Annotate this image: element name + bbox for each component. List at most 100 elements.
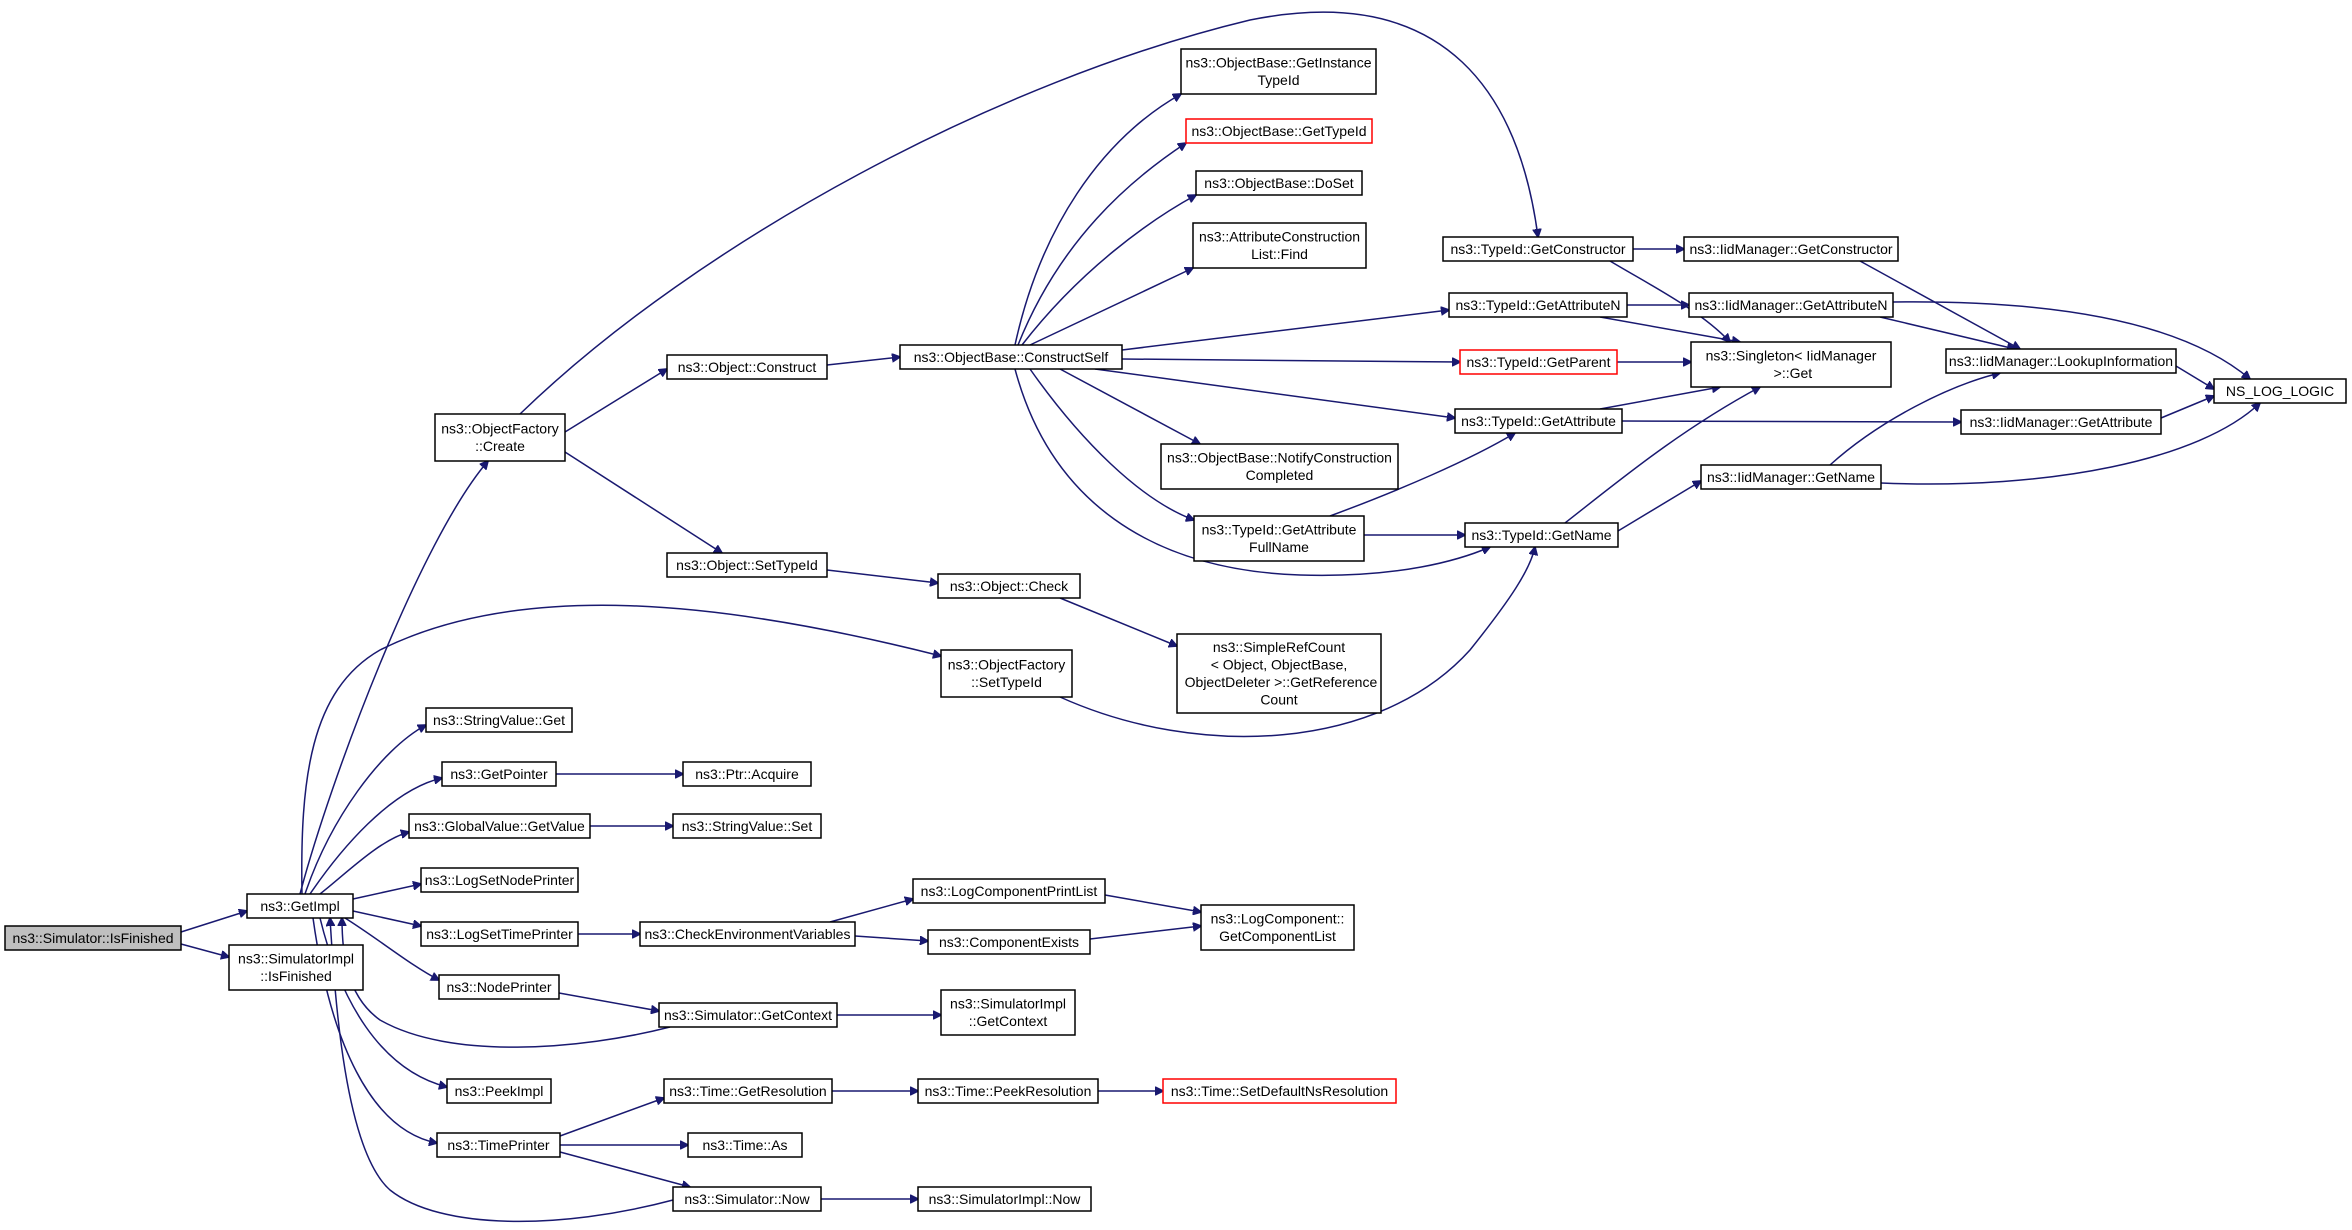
node-object_check[interactable]: ns3::Object::Check (937, 573, 1081, 599)
node-box (940, 649, 1073, 698)
node-logcomponent_getlist[interactable]: ns3::LogComponent::GetComponentList (1200, 904, 1355, 951)
node-sim_getcontext[interactable]: ns3::Simulator::GetContext (658, 1002, 838, 1028)
node-stringvalue_set[interactable]: ns3::StringValue::Set (672, 813, 822, 839)
edge-typeid_getname-to-iid_getname (1617, 481, 1701, 532)
edge-isfinished-to-getimpl (180, 911, 247, 933)
node-box (1195, 170, 1363, 196)
edge-constructself-to-doset (1021, 195, 1196, 346)
node-time_getresolution[interactable]: ns3::Time::GetResolution (663, 1078, 833, 1104)
node-logcomponentprintlist[interactable]: ns3::LogComponentPrintList (912, 878, 1106, 904)
node-box (420, 921, 579, 947)
node-box (1454, 408, 1623, 434)
edge-constructself-to-typeid_getattribute (1094, 368, 1455, 418)
node-label: FullName (1249, 539, 1309, 555)
node-label: ns3::LogComponent:: (1211, 911, 1345, 927)
node-label: ns3::SimulatorImpl::Now (929, 1191, 1082, 1207)
edge-objfactory_create-to-object_construct (564, 369, 667, 433)
node-componentexists[interactable]: ns3::ComponentExists (927, 929, 1091, 955)
node-objfactory_create[interactable]: ns3::ObjectFactory::Create (434, 413, 566, 462)
node-label: ns3::TypeId::GetConstructor (1450, 241, 1625, 257)
node-time_peekresolution[interactable]: ns3::Time::PeekResolution (917, 1078, 1099, 1104)
node-label: ns3::IidManager::GetAttribute (1970, 414, 2153, 430)
node-ns_log_logic[interactable]: NS_LOG_LOGIC (2213, 378, 2347, 404)
edge-timeprinter-to-sim_now (559, 1151, 690, 1187)
node-notifyconstruction[interactable]: ns3::ObjectBase::NotifyConstructionCompl… (1160, 443, 1399, 490)
node-box (1448, 292, 1628, 318)
node-box (1162, 1078, 1397, 1104)
node-object_settypeid[interactable]: ns3::Object::SetTypeId (666, 552, 828, 578)
node-box (246, 893, 354, 919)
edge-typeid_getname-to-singleton_get (1564, 387, 1760, 524)
node-logsettimeprinter[interactable]: ns3::LogSetTimePrinter (420, 921, 579, 947)
node-time_as[interactable]: ns3::Time::As (687, 1132, 803, 1158)
node-simplerefcount[interactable]: ns3::SimpleRefCount< Object, ObjectBase,… (1176, 633, 1382, 714)
node-label: ns3::TypeId::GetAttributeN (1456, 297, 1621, 313)
node-box (917, 1186, 1092, 1212)
node-ptr_acquire[interactable]: ns3::Ptr::Acquire (682, 761, 812, 787)
node-box (899, 344, 1123, 370)
edge-iid_lookupinformation-to-ns_log_logic (2175, 365, 2214, 389)
node-iid_getname[interactable]: ns3::IidManager::GetName (1700, 464, 1882, 490)
node-iid_getattribute[interactable]: ns3::IidManager::GetAttribute (1960, 409, 2162, 435)
node-sim_now[interactable]: ns3::Simulator::Now (672, 1186, 822, 1212)
node-typeid_getattributen[interactable]: ns3::TypeId::GetAttributeN (1448, 292, 1628, 318)
node-label: TypeId (1257, 72, 1299, 88)
node-isfinished[interactable]: ns3::Simulator::IsFinished (4, 925, 182, 951)
node-getpointer[interactable]: ns3::GetPointer (441, 761, 557, 787)
node-iid_getconstructor[interactable]: ns3::IidManager::GetConstructor (1683, 236, 1899, 262)
node-typeid_getname[interactable]: ns3::TypeId::GetName (1464, 522, 1619, 548)
node-typeid_getparent[interactable]: ns3::TypeId::GetParent (1459, 349, 1618, 375)
node-typeid_getattribute[interactable]: ns3::TypeId::GetAttribute (1454, 408, 1623, 434)
node-label: Count (1260, 692, 1297, 708)
node-simimpl_now[interactable]: ns3::SimulatorImpl::Now (917, 1186, 1092, 1212)
node-label: ns3::GetPointer (450, 766, 548, 782)
node-label: ns3::Time::As (702, 1137, 787, 1153)
node-nodeprinter[interactable]: ns3::NodePrinter (438, 974, 560, 1000)
edge-constructself-to-typeid_getattributen (1121, 310, 1449, 351)
node-simimpl_isfinished[interactable]: ns3::SimulatorImpl::IsFinished (228, 944, 364, 991)
node-globalvalue_getvalue[interactable]: ns3::GlobalValue::GetValue (408, 813, 591, 839)
node-timeprinter[interactable]: ns3::TimePrinter (436, 1132, 561, 1158)
edge-getimpl-to-nodeprinter (344, 917, 439, 980)
node-doset[interactable]: ns3::ObjectBase::DoSet (1195, 170, 1363, 196)
node-label: ns3::Simulator::GetContext (664, 1007, 832, 1023)
edge-sim_now-to-getimpl (330, 918, 674, 1223)
node-box (639, 921, 856, 947)
node-label: ns3::AttributeConstruction (1199, 229, 1360, 245)
node-getimpl[interactable]: ns3::GetImpl (246, 893, 354, 919)
node-label: ::IsFinished (260, 968, 332, 984)
node-checkenv[interactable]: ns3::CheckEnvironmentVariables (639, 921, 856, 947)
node-label: ns3::NodePrinter (446, 979, 551, 995)
node-label: GetComponentList (1219, 928, 1336, 944)
edge-typeid_getconstructor-to-singleton_get (1609, 260, 1730, 342)
node-box (672, 1186, 822, 1212)
node-label: ns3::ComponentExists (939, 934, 1079, 950)
node-iid_lookupinformation[interactable]: ns3::IidManager::LookupInformation (1945, 348, 2177, 374)
node-box (434, 413, 566, 462)
node-singleton_get[interactable]: ns3::Singleton< IidManager >::Get (1690, 341, 1892, 388)
edge-constructself-to-typeid_getparent (1121, 359, 1460, 362)
node-object_construct[interactable]: ns3::Object::Construct (666, 354, 828, 380)
node-iid_getattributen[interactable]: ns3::IidManager::GetAttributeN (1688, 292, 1894, 318)
node-label: ns3::SimpleRefCount (1213, 639, 1345, 655)
node-label: ns3::CheckEnvironmentVariables (645, 926, 851, 942)
node-setdefaultnsresolution[interactable]: ns3::Time::SetDefaultNsResolution (1162, 1078, 1397, 1104)
node-objfactory_settypeid[interactable]: ns3::ObjectFactory::SetTypeId (940, 649, 1073, 698)
node-label: ns3::Object::Construct (678, 359, 817, 375)
node-peekimpl[interactable]: ns3::PeekImpl (446, 1078, 552, 1104)
node-typeid_getconstructor[interactable]: ns3::TypeId::GetConstructor (1442, 236, 1634, 262)
edge-iid_getname-to-iid_lookupinformation (1829, 373, 2000, 466)
node-objectbase_gettypeid[interactable]: ns3::ObjectBase::GetTypeId (1185, 118, 1373, 144)
node-constructself[interactable]: ns3::ObjectBase::ConstructSelf (899, 344, 1123, 370)
node-simimpl_getcontext[interactable]: ns3::SimulatorImpl::GetContext (940, 989, 1076, 1036)
edge-iid_getattributen-to-iid_lookupinformation (1879, 316, 2015, 349)
edge-iid_getname-to-ns_log_logic (1880, 403, 2260, 485)
edge-constructself-to-attrconstructionlist_find (1029, 268, 1193, 346)
node-logsetnodeprinter[interactable]: ns3::LogSetNodePrinter (420, 867, 579, 893)
node-stringvalue_get[interactable]: ns3::StringValue::Get (425, 707, 573, 733)
node-box (1185, 118, 1373, 144)
